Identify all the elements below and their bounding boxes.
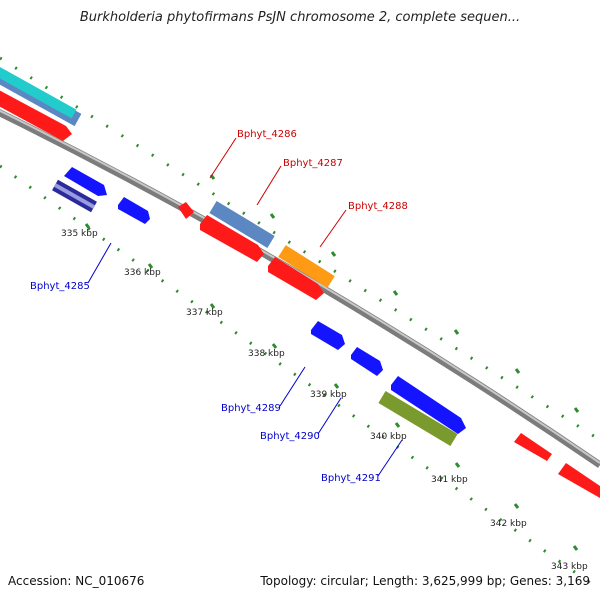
gene-feature-bphyt-4289[interactable] xyxy=(311,321,345,350)
gene-feature-blue[interactable] xyxy=(64,167,107,196)
major-tick xyxy=(454,462,461,468)
gene-feature-blue-2[interactable] xyxy=(118,197,150,224)
gene-labels: Bphyt_4286 Bphyt_4287 Bphyt_4288 Bphyt_4… xyxy=(30,129,408,484)
leader-line xyxy=(279,366,306,407)
major-tick xyxy=(84,223,91,229)
inner-minor-ticks xyxy=(0,164,600,592)
ruler-label: 343 kbp xyxy=(551,562,588,572)
gene-feature-bphyt-4285-stripe xyxy=(54,183,95,209)
ruler-label: 336 kbp xyxy=(124,268,161,278)
gene-label-bphyt-4285[interactable]: Bphyt_4285 xyxy=(30,281,90,292)
inner-tick-track xyxy=(0,164,600,592)
major-tick xyxy=(333,383,340,389)
gene-feature-blue-3[interactable] xyxy=(391,376,466,434)
gene-feature-red[interactable] xyxy=(0,88,72,141)
gene-feature-red-3[interactable] xyxy=(514,433,552,461)
major-tick xyxy=(394,422,401,428)
outer-minor-ticks xyxy=(0,56,600,442)
gene-feature-cyan[interactable] xyxy=(0,67,77,119)
major-tick xyxy=(453,329,460,335)
major-tick xyxy=(147,263,154,269)
label-leaders xyxy=(87,137,403,477)
accession-info: Accession: NC_010676 xyxy=(8,574,145,588)
ruler-label: 341 kbp xyxy=(431,475,468,485)
gene-feature-red-2[interactable] xyxy=(268,257,324,300)
gene-label-bphyt-4290[interactable]: Bphyt_4290 xyxy=(260,431,320,442)
map-title: Burkholderia phytofirmans PsJN chromosom… xyxy=(79,10,521,25)
major-tick xyxy=(514,368,521,374)
gene-feature-bphyt-4286[interactable] xyxy=(209,201,275,248)
gene-feature-bphyt-4291[interactable] xyxy=(378,390,458,447)
leader-line xyxy=(319,209,347,248)
gene-feature-red-4[interactable] xyxy=(558,463,600,498)
leader-line xyxy=(377,439,403,477)
leader-line xyxy=(256,165,282,206)
gene-label-bphyt-4291[interactable]: Bphyt_4291 xyxy=(321,473,381,484)
reverse-features xyxy=(52,167,466,447)
outer-tick-track xyxy=(0,56,600,442)
gene-feature-red-small[interactable] xyxy=(178,202,194,219)
ruler-label: 338 kbp xyxy=(248,349,285,359)
leader-line xyxy=(87,242,112,284)
gene-label-bphyt-4289[interactable]: Bphyt_4289 xyxy=(221,403,281,414)
ruler-label: 342 kbp xyxy=(490,519,527,529)
gene-feature-bphyt-4288[interactable] xyxy=(278,245,335,288)
major-tick xyxy=(513,503,520,509)
major-tick xyxy=(392,290,399,296)
major-tick xyxy=(330,251,337,257)
forward-features xyxy=(0,67,600,498)
ruler-label: 340 kbp xyxy=(370,432,407,442)
ruler-label: 339 kbp xyxy=(310,390,347,400)
major-tick xyxy=(573,407,580,413)
ruler-label: 335 kbp xyxy=(61,229,98,239)
leader-line xyxy=(317,397,342,435)
leader-line xyxy=(209,137,237,179)
gene-label-bphyt-4288[interactable]: Bphyt_4288 xyxy=(348,201,408,212)
major-tick xyxy=(269,213,276,219)
ruler-labels: 335 kbp 336 kbp 337 kbp 338 kbp 339 kbp … xyxy=(61,229,588,572)
gene-label-bphyt-4287[interactable]: Bphyt_4287 xyxy=(283,158,343,169)
gene-feature-bphyt-4290[interactable] xyxy=(351,347,383,376)
gene-feature-bphyt-4287[interactable] xyxy=(200,215,264,262)
major-tick xyxy=(572,545,579,551)
ruler-label: 337 kbp xyxy=(186,308,223,318)
major-tick xyxy=(271,343,278,349)
topology-info: Topology: circular; Length: 3,625,999 bp… xyxy=(260,574,590,588)
major-tick xyxy=(209,303,216,309)
gene-label-bphyt-4286[interactable]: Bphyt_4286 xyxy=(237,129,297,140)
